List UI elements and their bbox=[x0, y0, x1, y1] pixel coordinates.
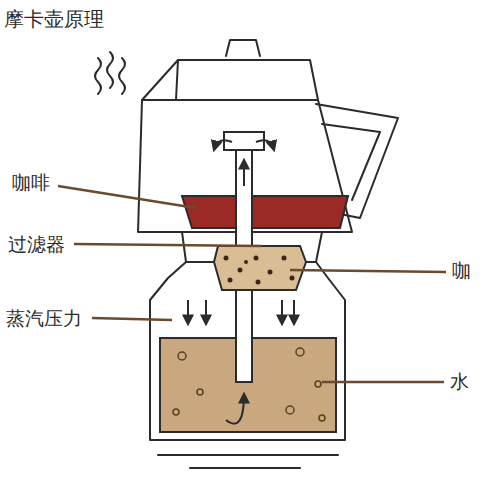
diagram-title: 摩卡壶原理 bbox=[4, 8, 104, 30]
part-label: 水 bbox=[450, 371, 469, 392]
part-label: 咖啡 bbox=[12, 172, 50, 193]
part-label: 蒸汽压力 bbox=[6, 308, 82, 329]
part-label: 咖 bbox=[452, 260, 471, 281]
part-label: 过滤器 bbox=[8, 234, 65, 255]
